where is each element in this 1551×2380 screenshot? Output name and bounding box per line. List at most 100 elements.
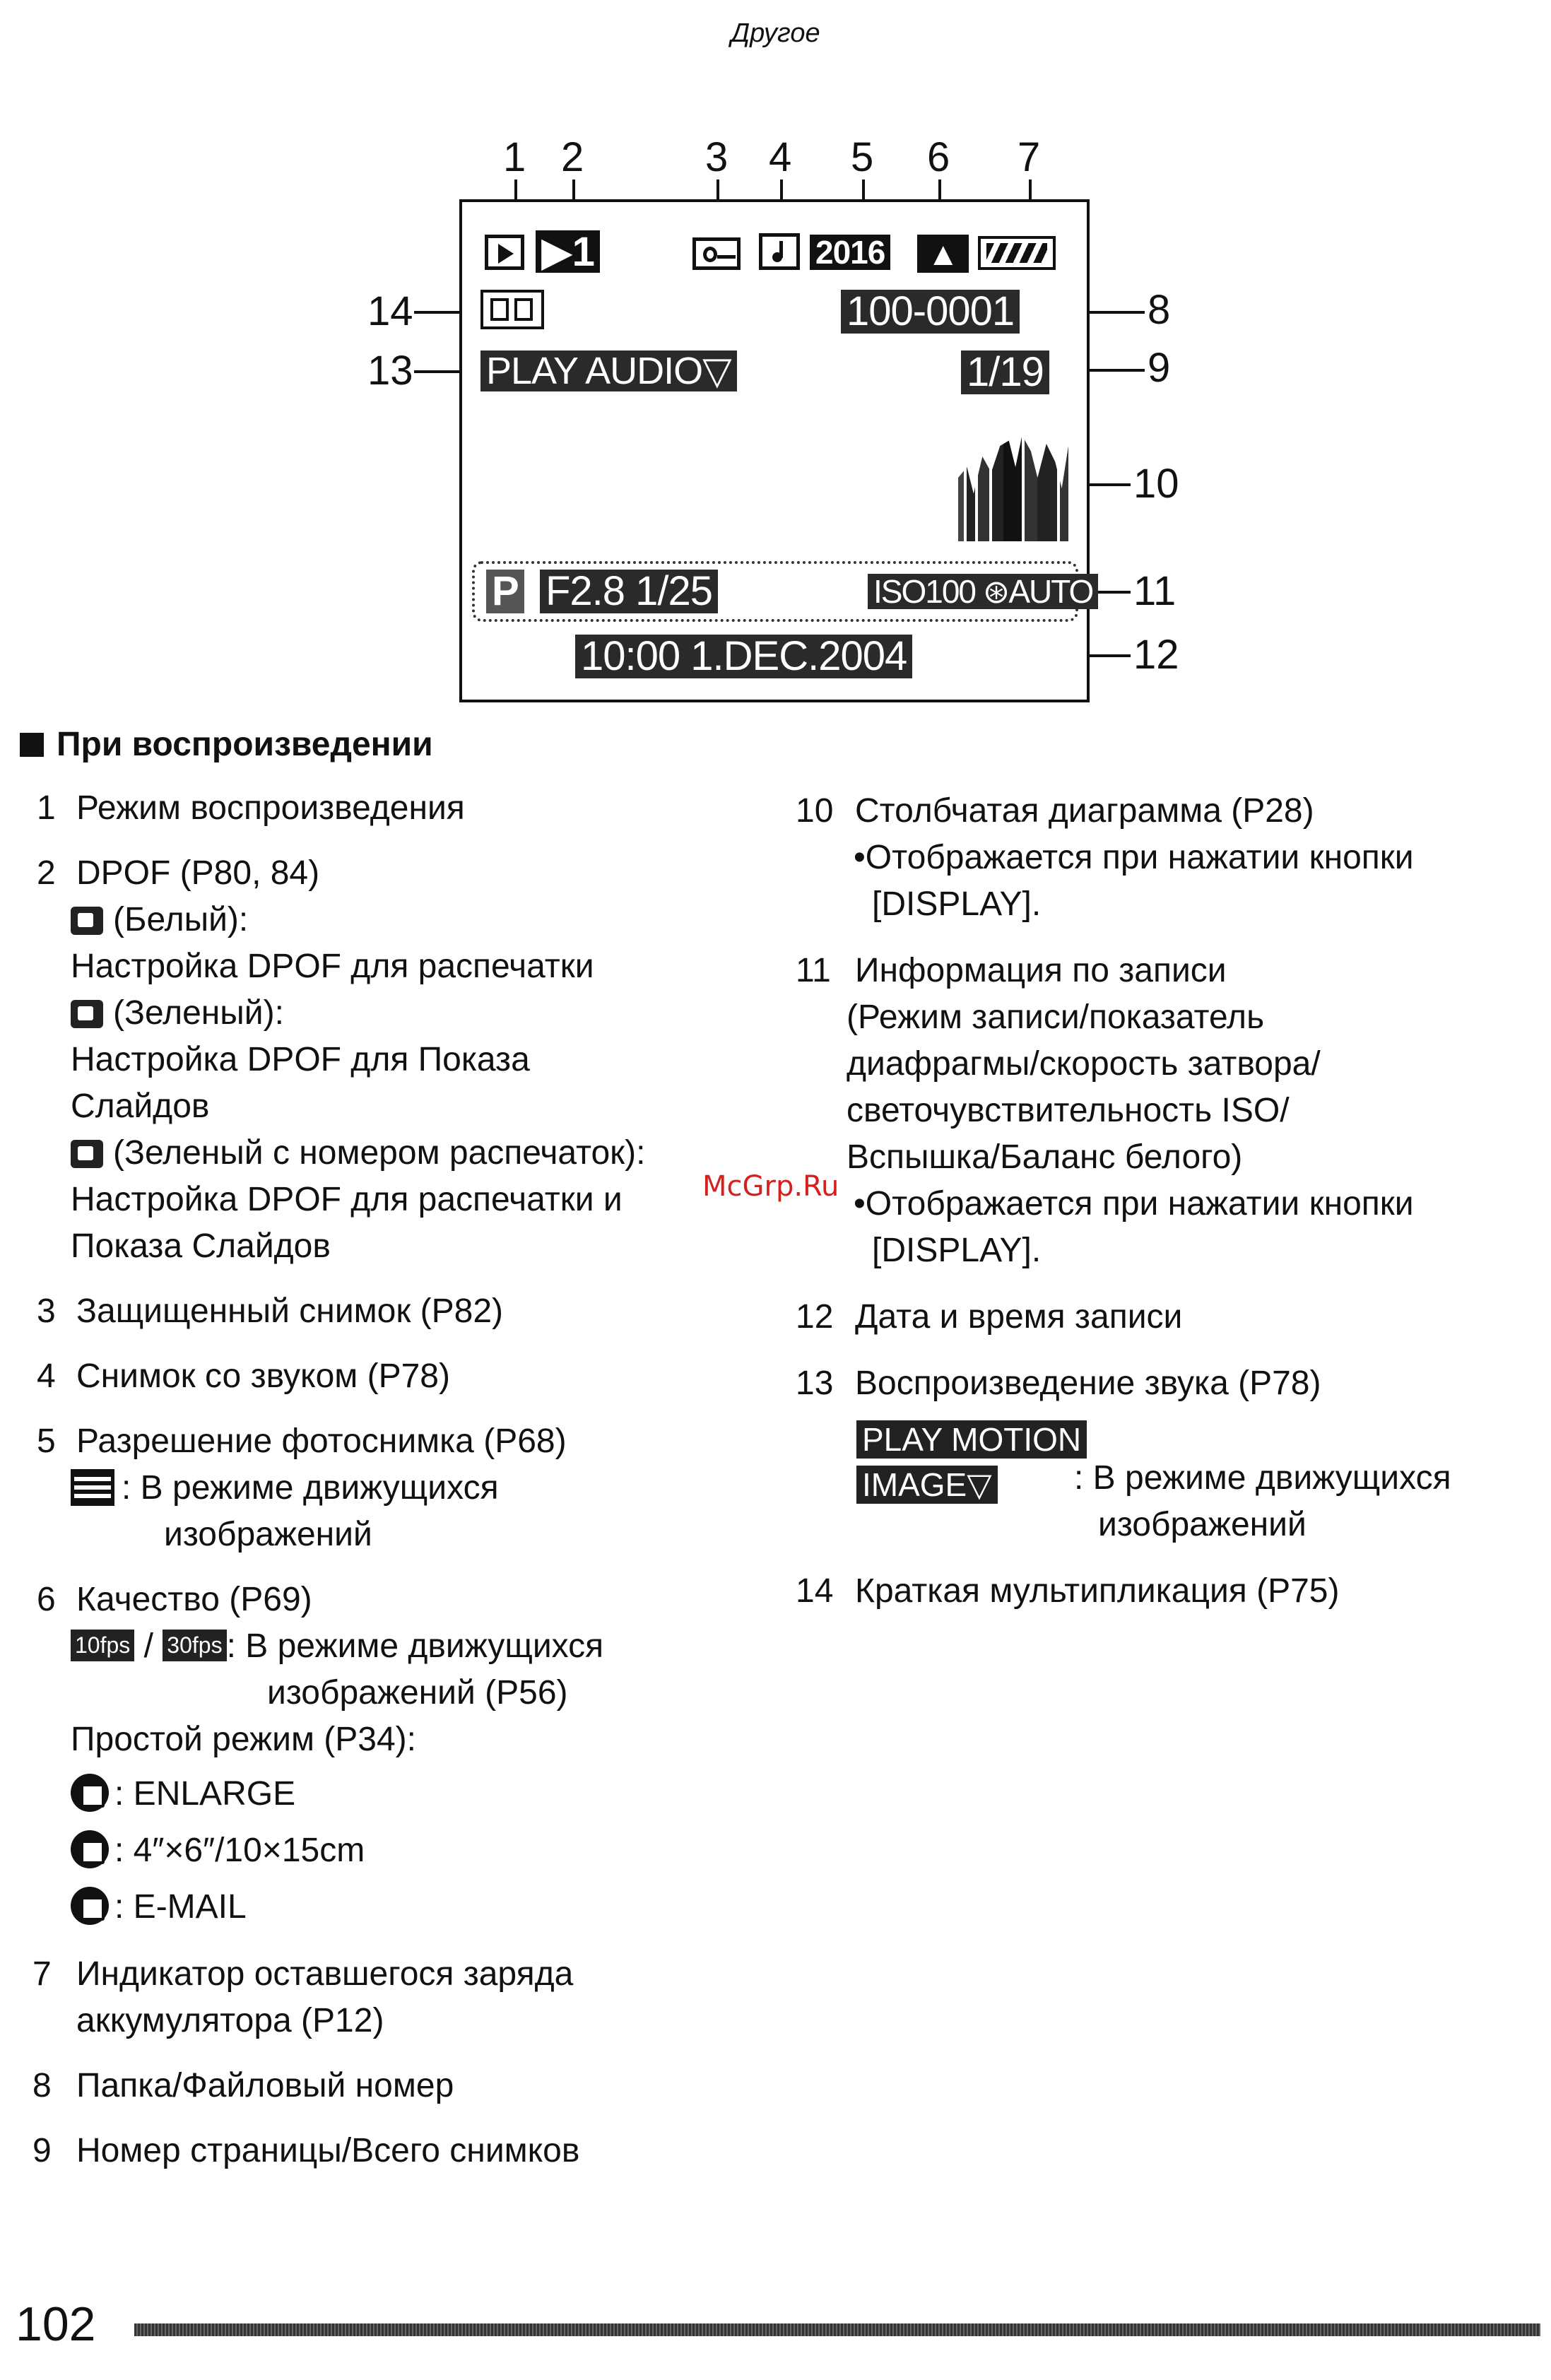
record-datetime: 10:00 1.DEC.2004 — [575, 635, 913, 678]
callout-10: 10 — [1133, 461, 1179, 507]
callout-4: 4 — [769, 134, 792, 180]
histogram — [958, 435, 1068, 541]
item-text: [DISPLAY]. — [872, 885, 1042, 923]
dpof-green-icon — [71, 1000, 103, 1028]
item-text: Показа Слайдов — [71, 1227, 331, 1265]
playback-mode-icon — [485, 235, 524, 270]
item-text: изображений — [1098, 1506, 1307, 1543]
item-number: 10 — [796, 792, 834, 830]
callout-9: 9 — [1148, 345, 1171, 391]
film-icon — [71, 1469, 114, 1506]
item-text: Настройка DPOF для распечатки — [71, 948, 594, 985]
item-text: (Белый): — [71, 900, 248, 939]
item-text: Снимок со звуком (P78) — [76, 1357, 450, 1395]
item-number: 11 — [796, 952, 831, 989]
callout-5: 5 — [851, 134, 874, 180]
item-number: 2 — [37, 854, 56, 892]
item-text: Дата и время записи — [855, 1298, 1183, 1336]
image-tag: IMAGE▽ — [856, 1466, 998, 1504]
item-text: : 4″×6″/10×15cm — [71, 1830, 365, 1870]
callout-8: 8 — [1148, 287, 1171, 333]
iso-flash-wb: ISO100 ⊛AUTO — [868, 574, 1099, 609]
item-text: : В режиме движущихся — [71, 1468, 499, 1507]
item-text: : В режиме движущихся — [1074, 1459, 1451, 1497]
item-text: 10fps / 30fps: В режиме движущихся — [71, 1627, 603, 1666]
item-text: Настройка DPOF для Показа — [71, 1041, 530, 1078]
item-text: Информация по записи — [855, 952, 1227, 989]
item-number: 8 — [33, 2067, 52, 2104]
item-text: Настройка DPOF для распечатки и — [71, 1181, 623, 1218]
callout-7: 7 — [1018, 134, 1041, 180]
watermark: McGrp.Ru — [702, 1170, 839, 1203]
callout-11: 11 — [1133, 568, 1176, 614]
callout-3: 3 — [705, 134, 729, 180]
email-icon — [71, 1887, 109, 1925]
item-text: диафрагмы/скорость затвора/ — [847, 1045, 1321, 1083]
item-number: 14 — [796, 1572, 834, 1610]
protect-icon — [692, 237, 741, 270]
print-size-icon — [71, 1830, 109, 1868]
callout-1: 1 — [503, 134, 526, 180]
item-number: 9 — [33, 2132, 52, 2169]
enlarge-icon — [71, 1774, 109, 1812]
callout-2: 2 — [561, 134, 584, 180]
item-text: Разрешение фотоснимка (P68) — [76, 1422, 567, 1460]
dpof-green-count-icon — [71, 1140, 103, 1168]
lcd-screen: ▶1 2016 ▲ 100-0001 PLAY AUDIO▽ 1/19 P F2… — [459, 199, 1099, 702]
callout-13: 13 — [367, 348, 413, 394]
item-text: Режим воспроизведения — [76, 789, 465, 827]
item-text: DPOF (P80, 84) — [76, 854, 320, 892]
multi-image-icon — [480, 290, 544, 329]
item-text: (Режим записи/показатель — [847, 998, 1265, 1036]
fps-10-badge: 10fps — [71, 1630, 135, 1661]
item-number: 13 — [796, 1365, 834, 1402]
item-number: 12 — [796, 1298, 834, 1336]
item-number: 7 — [33, 1955, 52, 1993]
dpof-icon: ▶1 — [536, 230, 600, 273]
item-text: Простой режим (P34): — [71, 1721, 416, 1758]
play-audio-label: PLAY AUDIO▽ — [480, 350, 737, 391]
square-bullet-icon — [20, 733, 44, 757]
footer-bar — [134, 2323, 1540, 2336]
section-heading: При воспроизведении — [20, 725, 433, 764]
item-text: : ENLARGE — [71, 1774, 295, 1813]
item-text: Индикатор оставшегося заряда — [76, 1955, 574, 1993]
callout-12: 12 — [1133, 632, 1179, 678]
item-number: 3 — [37, 1292, 56, 1330]
item-number: 4 — [37, 1357, 56, 1395]
section-tag: Другое — [731, 18, 820, 48]
item-text: (Зеленый): — [71, 994, 284, 1032]
item-text: Слайдов — [71, 1088, 210, 1125]
item-text: : E-MAIL — [71, 1887, 247, 1926]
item-text: •Отображается при нажатии кнопки — [854, 1185, 1414, 1223]
item-number: 1 — [37, 789, 56, 827]
item-text: Защищенный снимок (P82) — [76, 1292, 504, 1330]
callout-6: 6 — [927, 134, 950, 180]
play-motion-tag: PLAY MOTION — [856, 1420, 1087, 1459]
quality-icon: ▲ — [917, 235, 969, 273]
item-text: Качество (P69) — [76, 1581, 312, 1618]
item-number: 6 — [37, 1581, 56, 1618]
item-text: изображений (P56) — [267, 1674, 568, 1712]
item-text: Воспроизведение звука (P78) — [855, 1365, 1321, 1402]
record-mode: P — [486, 570, 524, 613]
audio-note-icon — [759, 233, 800, 270]
item-text: аккумулятора (P12) — [76, 2002, 384, 2039]
dpof-white-icon — [71, 907, 103, 935]
page-number: 102 — [16, 2297, 96, 2351]
item-text: [DISPLAY]. — [872, 1232, 1042, 1269]
item-text: Вспышка/Баланс белого) — [847, 1138, 1243, 1176]
item-number: 5 — [37, 1422, 56, 1460]
item-text: •Отображается при нажатии кнопки — [854, 839, 1414, 876]
battery-icon — [978, 236, 1056, 270]
fps-30-badge: 30fps — [163, 1630, 227, 1661]
item-text: светочувствительность ISO/ — [847, 1092, 1290, 1129]
resolution: 2016 — [810, 235, 891, 270]
item-text: Краткая мультипликация (P75) — [855, 1572, 1340, 1610]
page-counter: 1/19 — [961, 350, 1049, 394]
item-text: Номер страницы/Всего снимков — [76, 2132, 580, 2169]
item-text: (Зеленый с номером распечаток): — [71, 1133, 646, 1172]
aperture-shutter: F2.8 1/25 — [540, 570, 719, 613]
heading-text: При воспроизведении — [57, 726, 433, 763]
callout-14: 14 — [367, 288, 413, 334]
